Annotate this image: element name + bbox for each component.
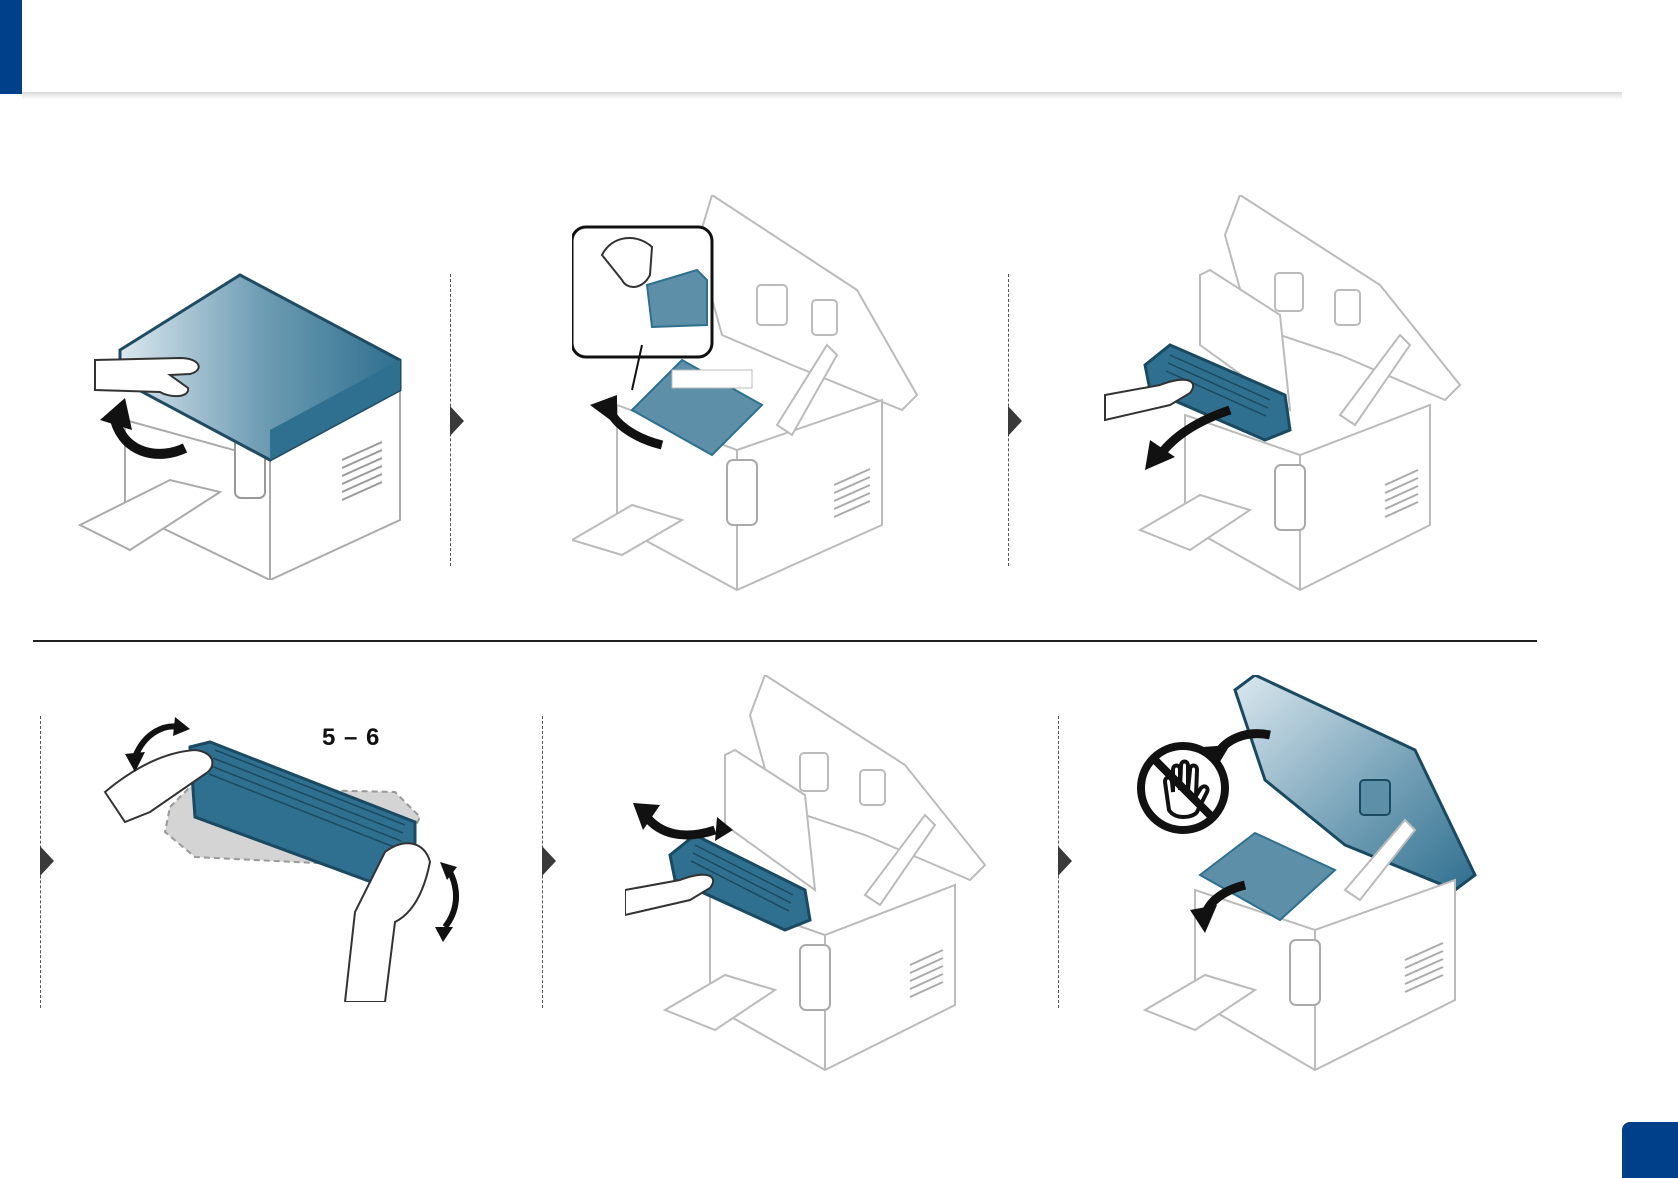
rotation-count-label: 5 – 6 [322,724,380,752]
step-6-warning [1135,740,1231,836]
next-step-arrow-icon [542,846,556,876]
shake-toner-cartridge-icon [95,712,475,1002]
next-step-arrow-icon [1058,846,1072,876]
open-scanner-lid-icon [70,270,410,580]
header-rule [22,92,1622,100]
step-2-illustration [572,195,932,605]
step-3-illustration [1100,195,1470,595]
next-step-arrow-icon [1008,406,1022,436]
page-number-badge [1622,1122,1678,1178]
step-6-illustration [1135,675,1495,1075]
chapter-tab [0,0,22,94]
close-covers-icon [1135,675,1495,1075]
next-step-arrow-icon [40,846,54,876]
next-step-arrow-icon [450,406,464,436]
step-4-illustration [95,712,475,1002]
section-divider [33,640,1537,642]
open-inner-cover-icon [572,195,932,605]
step-5-illustration [625,675,995,1075]
remove-toner-cartridge-icon [1100,195,1470,595]
step-1-illustration [70,270,410,580]
insert-toner-cartridge-icon [625,675,995,1075]
do-not-touch-icon [1135,740,1231,836]
